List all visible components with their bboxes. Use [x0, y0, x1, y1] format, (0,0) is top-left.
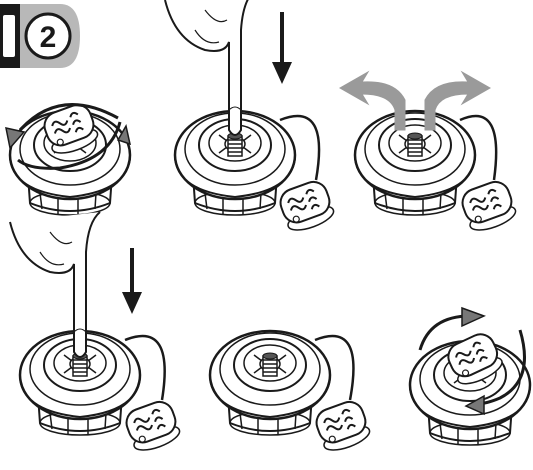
down-arrow-icon [122, 248, 142, 314]
down-arrow-icon [272, 12, 292, 84]
panel-press-valve-again [10, 212, 182, 455]
valve-pin-icon [263, 353, 277, 376]
panel-air-release [340, 72, 518, 235]
step-number: 2 [40, 21, 57, 54]
panel-valve-up [210, 331, 372, 455]
panel-cap-rotate-on [410, 308, 530, 445]
step-header: 2 [0, 4, 80, 68]
panel-cap-rotate-off [6, 101, 130, 215]
panel-press-valve-down [165, 0, 336, 235]
